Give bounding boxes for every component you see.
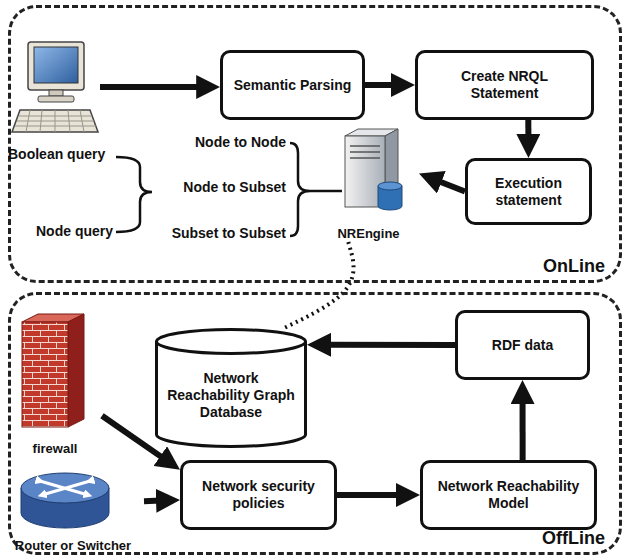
flow-arrow bbox=[144, 498, 161, 505]
flow-arrow bbox=[365, 82, 396, 88]
box-text: Create NRQL Statement bbox=[426, 68, 583, 102]
query-label: Node to Node bbox=[150, 134, 286, 150]
router-top bbox=[21, 473, 109, 503]
box-text: Semantic Parsing bbox=[234, 77, 352, 94]
process-box: Execution statement bbox=[465, 158, 592, 225]
bracket bbox=[290, 143, 310, 236]
box-text: Network Reachability Model bbox=[431, 478, 586, 512]
monitor-base bbox=[38, 96, 74, 102]
database-cylinder: Network Reachability Graph Database bbox=[155, 328, 307, 448]
router-arrow bbox=[42, 481, 90, 495]
server-slots bbox=[350, 146, 380, 158]
keyboard bbox=[12, 110, 98, 132]
firewall-icon bbox=[22, 314, 84, 427]
query-label: Boolean query bbox=[8, 146, 118, 162]
online-region: OnLine Semantic Parsing Create NRQL Statem… bbox=[8, 5, 622, 283]
monitor-neck bbox=[49, 90, 63, 96]
router-device: Router or Switcher bbox=[2, 466, 144, 554]
server-icon bbox=[345, 129, 402, 210]
monitor-screen bbox=[34, 47, 78, 83]
bracket bbox=[116, 157, 152, 232]
query-label: Node query bbox=[36, 223, 116, 239]
wall-front bbox=[22, 322, 68, 427]
query-label: Node to Subset bbox=[150, 179, 286, 195]
dotted-link bbox=[284, 242, 353, 328]
box-text: Network security policies bbox=[191, 478, 326, 512]
process-box: Semantic Parsing bbox=[220, 50, 365, 120]
region-title: OnLine bbox=[543, 256, 605, 277]
box-text: Execution statement bbox=[476, 175, 581, 209]
device-label: firewall bbox=[8, 441, 102, 456]
process-box: Network security policies bbox=[180, 460, 337, 530]
flow-arrow bbox=[437, 181, 465, 192]
cylinder-rim bbox=[157, 342, 306, 354]
computer-icon bbox=[12, 42, 98, 132]
process-box: Create NRQL Statement bbox=[415, 50, 594, 120]
wall-side bbox=[68, 314, 84, 427]
flow-arrow bbox=[326, 342, 455, 348]
device-label: NREngine bbox=[318, 226, 419, 241]
process-box: Network Reachability Model bbox=[420, 460, 597, 530]
input-arrow bbox=[100, 84, 201, 90]
flow-arrow bbox=[525, 120, 531, 139]
router-icon bbox=[21, 473, 109, 528]
monitor-case bbox=[28, 42, 84, 90]
query-label: Subset to Subset bbox=[150, 225, 286, 241]
database-small-top bbox=[378, 182, 402, 190]
device-label: Router or Switcher bbox=[2, 538, 144, 553]
bracket-leader bbox=[310, 190, 342, 193]
engine-server: NREngine bbox=[318, 128, 419, 242]
box-text: Network Reachability Graph Database bbox=[165, 370, 297, 421]
offline-region: OffLine Network Reachability Graph Databa… bbox=[8, 292, 622, 555]
flow-arrow bbox=[337, 492, 401, 498]
region-title: OffLine bbox=[542, 528, 605, 549]
keyboard-keys bbox=[15, 110, 96, 132]
process-box: RDF data bbox=[455, 310, 590, 380]
firewall-device: firewall bbox=[8, 310, 102, 457]
cylinder-body bbox=[157, 330, 306, 447]
box-text: RDF data bbox=[492, 337, 553, 354]
flow-arrow bbox=[520, 399, 526, 460]
flow-arrow bbox=[102, 416, 164, 459]
